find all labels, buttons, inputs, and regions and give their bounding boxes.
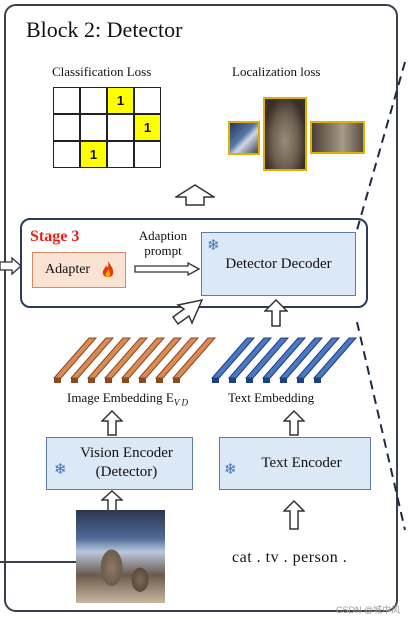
token-bar-base (246, 378, 253, 383)
grid-cell-positive: 1 (107, 87, 134, 114)
text-input: cat . tv . person . (232, 549, 348, 566)
up-arrow-icon (175, 184, 215, 206)
grid-cell (107, 114, 134, 141)
detector-block-frame (4, 4, 398, 612)
stage-3-label: Stage 3 (30, 228, 80, 245)
vision-encoder-box (46, 437, 193, 490)
input-image (76, 510, 165, 603)
text-up-arrow-icon (264, 299, 288, 327)
detector-decoder-label: Detector Decoder (225, 256, 332, 272)
classification-loss-label: Classification Loss (52, 64, 152, 79)
image-embedding-label: Image Embedding EV D (67, 390, 188, 408)
token-bar-base (139, 378, 146, 383)
token-bar-base (54, 378, 61, 383)
adaption-prompt-line-2: prompt (144, 243, 182, 258)
token-bar-base (280, 378, 287, 383)
vision-encoder-line-2: (Detector) (95, 464, 158, 480)
input-connector-line (0, 561, 76, 563)
token-bar-base (212, 378, 219, 383)
block-title: Block 2: Detector (26, 17, 183, 42)
grid-cell (53, 114, 80, 141)
tv-crop-image (310, 121, 365, 154)
text-input-up-arrow-icon (283, 500, 305, 530)
text-encoder-label: Text Encoder (261, 455, 342, 471)
grid-cell (53, 87, 80, 114)
person-crop-image (228, 121, 260, 155)
grid-cell (134, 141, 161, 168)
token-bar-base (122, 378, 129, 383)
grid-cell (80, 87, 107, 114)
token-bar-base (297, 378, 304, 383)
detector-decoder-box (201, 232, 356, 296)
text-encoder-box (219, 437, 371, 490)
snowflake-icon: ❄ (207, 238, 220, 254)
token-bar-base (263, 378, 270, 383)
image-embedding-tokens (52, 337, 217, 383)
adaption-prompt-label: Adaption prompt (137, 228, 189, 258)
text-encoder-up-arrow-icon (283, 410, 305, 436)
grid-cell (53, 141, 80, 168)
grid-cell (107, 141, 134, 168)
token-bar-base (156, 378, 163, 383)
grid-cell (134, 87, 161, 114)
image-embedding-subscript: V D (173, 397, 188, 408)
vision-encoder-label: Vision Encoder (Detector) (60, 444, 193, 482)
dashed-connector-lines (356, 61, 406, 531)
localization-loss-label: Localization loss (232, 64, 321, 79)
left-feed-arrow-icon (0, 256, 22, 276)
token-bar-base (314, 378, 321, 383)
flame-icon (102, 261, 114, 278)
text-embedding-tokens (210, 337, 358, 383)
diagonal-up-arrow-icon (171, 298, 204, 326)
vision-up-arrow-icon (101, 410, 123, 436)
grid-cell (80, 114, 107, 141)
grid-cell-positive: 1 (134, 114, 161, 141)
right-arrow-icon (134, 262, 200, 276)
text-embedding-label: Text Embedding (228, 390, 315, 405)
token-bar-base (173, 378, 180, 383)
vision-encoder-snowflake-icon: ❄ (54, 462, 67, 478)
cat-crop-image (263, 97, 307, 171)
watermark: CSDN @城中风 (336, 605, 401, 615)
text-encoder-snowflake-icon: ❄ (224, 462, 237, 478)
vision-encoder-line-1: Vision Encoder (80, 445, 173, 461)
grid-cell-positive: 1 (80, 141, 107, 168)
token-bar-base (88, 378, 95, 383)
image-input-up-arrow-icon (101, 490, 123, 512)
adaption-prompt-line-1: Adaption (138, 228, 188, 243)
token-bar-base (71, 378, 78, 383)
token-bar-base (105, 378, 112, 383)
token-bar-base (229, 378, 236, 383)
image-embedding-text: Image Embedding E (67, 390, 174, 405)
adapter-label: Adapter (45, 262, 91, 277)
